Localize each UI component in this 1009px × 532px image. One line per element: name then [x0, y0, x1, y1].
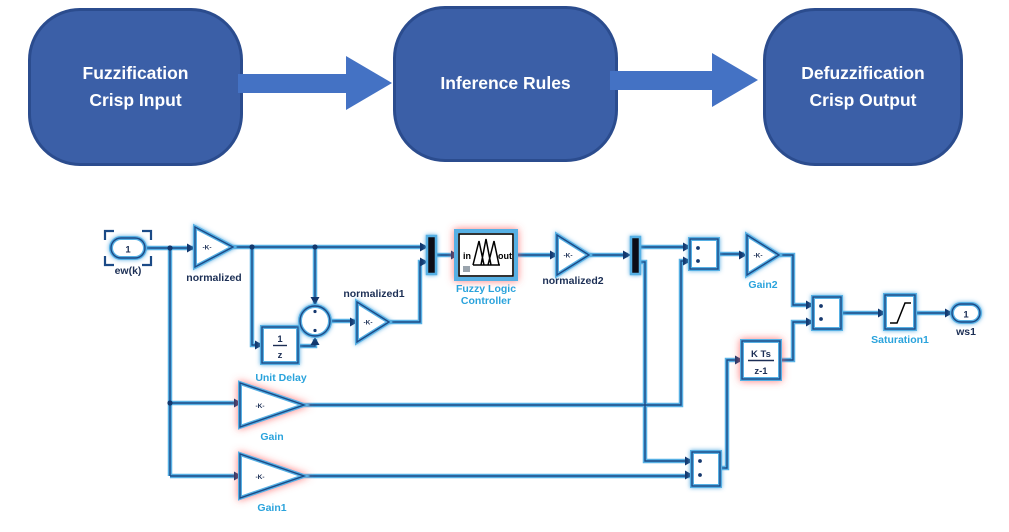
- gain1-block[interactable]: -K-: [238, 451, 311, 501]
- normalized1-gain-block[interactable]: -K-: [355, 298, 393, 346]
- gain-label: Gain: [260, 431, 283, 443]
- flc-out-label: out: [498, 251, 512, 261]
- normalized-gain-glyph: -K-: [202, 245, 211, 252]
- normalized-gain-block[interactable]: -K-: [193, 223, 238, 271]
- saturation-block[interactable]: [883, 293, 917, 331]
- gain1-glyph: -K-: [255, 474, 264, 481]
- integrator-denominator: z-1: [754, 366, 768, 377]
- flow-arrow-2-head: [712, 53, 758, 107]
- saturation-label: Saturation1: [871, 334, 929, 346]
- product1-block[interactable]: [690, 450, 722, 488]
- outport-block[interactable]: 1: [950, 302, 982, 324]
- outport-value: 1: [963, 310, 969, 321]
- inport-label: ew(k): [115, 265, 142, 277]
- flow-arrow-2-shaft: [610, 71, 716, 90]
- inport-value: 1: [125, 245, 131, 256]
- flow-arrow-1-head: [346, 56, 392, 110]
- flc-stamp-icon: [463, 266, 470, 272]
- gain-glyph: -K-: [255, 403, 264, 410]
- integrator-numerator: K Ts: [751, 349, 771, 360]
- normalized2-gain-glyph: -K-: [563, 253, 572, 260]
- flowchart-block-defuzzification: Defuzzification Crisp Output: [763, 8, 963, 166]
- unit-delay-block[interactable]: 1 z: [260, 325, 300, 365]
- flc-label-line1: Fuzzy Logic: [456, 283, 516, 295]
- normalized2-gain-block[interactable]: -K-: [555, 231, 593, 279]
- gain2-block[interactable]: -K-: [745, 231, 783, 279]
- selection-brackets: [103, 229, 153, 267]
- flowchart-block-inference: Inference Rules: [393, 6, 618, 162]
- flowchart-block-fuzzification: Fuzzification Crisp Input: [28, 8, 243, 166]
- flow-arrow-1-shaft: [238, 74, 348, 93]
- saturation-curve-icon: [890, 302, 911, 324]
- normalized2-gain-label: normalized2: [542, 275, 603, 287]
- normalized-gain-label: normalized: [186, 272, 241, 284]
- fuzzy-logic-controller-block[interactable]: in out: [454, 229, 518, 281]
- inport-block[interactable]: 1: [109, 236, 147, 260]
- product-block[interactable]: [688, 237, 720, 271]
- gain1-label: Gain1: [257, 502, 286, 514]
- sum-block[interactable]: [298, 304, 332, 338]
- flc-in-label: in: [463, 251, 471, 261]
- unit-delay-label: Unit Delay: [255, 372, 307, 384]
- flowchart-block-fuzzification-line2: Crisp Input: [89, 90, 182, 110]
- flowchart-block-defuzzification-line1: Defuzzification: [801, 62, 925, 83]
- unit-delay-numerator: 1: [277, 334, 283, 345]
- gain-block[interactable]: -K-: [238, 380, 311, 430]
- flowchart-block-inference-line1: Inference Rules: [440, 73, 571, 94]
- flowchart-block-fuzzification-line1: Fuzzification: [82, 62, 189, 83]
- normalized1-gain-label: normalized1: [343, 288, 404, 300]
- unit-delay-denominator: z: [278, 350, 283, 361]
- gain2-label: Gain2: [748, 279, 777, 291]
- sum2-block[interactable]: [811, 295, 843, 331]
- flowchart-block-defuzzification-line2: Crisp Output: [809, 90, 917, 110]
- integrator-block[interactable]: K Ts z-1: [740, 339, 782, 381]
- demux-block[interactable]: [629, 235, 642, 276]
- outport-label: ws1: [955, 326, 976, 338]
- membership-functions-icon: [472, 238, 500, 266]
- normalized1-gain-glyph: -K-: [363, 320, 372, 327]
- flc-label-line2: Controller: [461, 295, 511, 307]
- mux-block[interactable]: [425, 234, 438, 276]
- wire-junctions: [167, 244, 318, 406]
- gain2-glyph: -K-: [753, 253, 762, 260]
